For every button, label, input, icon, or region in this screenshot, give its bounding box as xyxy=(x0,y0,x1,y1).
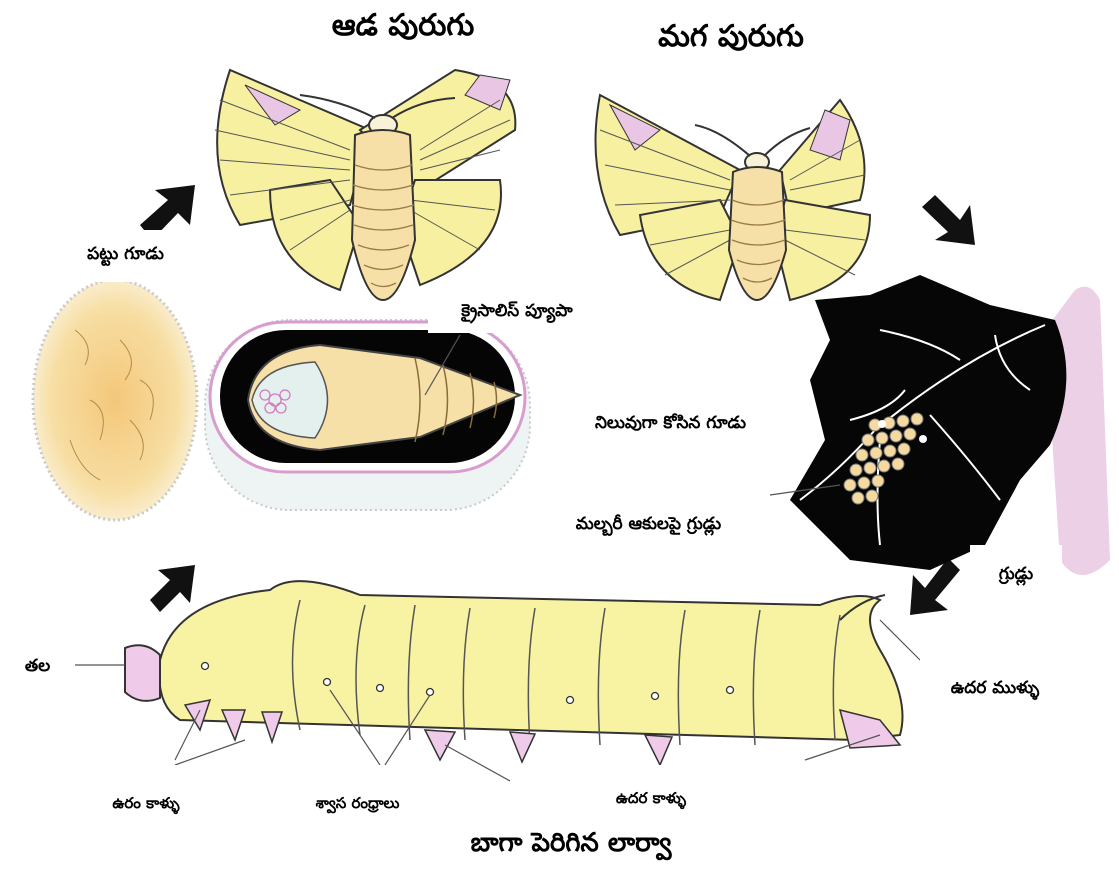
arrow-down-right xyxy=(922,195,975,245)
female-moth xyxy=(215,70,515,300)
silkworm-larva xyxy=(125,581,903,765)
mulberry-leaf xyxy=(790,275,1110,575)
silk-cocoon xyxy=(33,280,197,520)
abdominal-horn-label: ఉదర ముళ్ళు xyxy=(920,655,1070,725)
eggs-label: గ్రుడ్లు xyxy=(970,545,1062,607)
head-label: తల xyxy=(0,642,75,694)
thoracic-legs-label: ఉరం కాళ్ళు xyxy=(22,765,270,845)
male-moth-title: మగ పురుగు xyxy=(600,10,862,70)
silkworm-life-cycle-diagram: ఆడ పురుగు మగ పురుగు పట్టు గూడు క్రైసాలిస… xyxy=(0,0,1119,854)
cocoon-label: పట్టు గూడు xyxy=(38,230,213,282)
arrow-up-right-lower xyxy=(150,565,195,612)
female-moth-title: ఆడ పురుగు xyxy=(278,0,528,58)
eggs-on-leaf-label: మల్బరీ ఆకులపై గ్రుడ్లు xyxy=(527,497,770,555)
cut-cocoon-label: నిలువుగా కోసిన గూడు xyxy=(553,405,788,445)
abdominal-legs-label: ఉదర కాళ్ళు xyxy=(510,765,792,835)
cut-cocoon xyxy=(205,320,530,510)
male-moth xyxy=(596,95,871,300)
larva-caption: బాగా పెరిగిన లార్వా xyxy=(392,828,750,872)
pupa-label: క్రైసాలిస్ ప్యూపా xyxy=(428,293,606,333)
